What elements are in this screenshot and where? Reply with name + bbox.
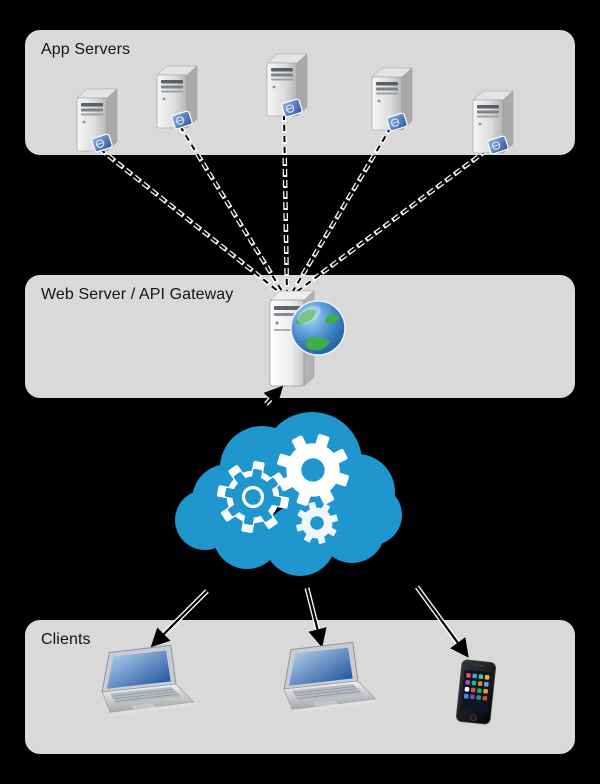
panel-app-servers: App Servers xyxy=(25,30,575,155)
panel-clients-label: Clients xyxy=(41,631,91,648)
panel-clients: Clients xyxy=(25,620,575,754)
cloud-icon xyxy=(175,412,402,576)
panel-web-server-label: Web Server / API Gateway xyxy=(41,286,234,303)
panel-app-servers-label: App Servers xyxy=(41,41,131,58)
dashed-connector xyxy=(99,148,285,297)
gear-icon-large xyxy=(267,424,359,516)
gear-icon-small xyxy=(288,494,346,552)
gear-icon-outline xyxy=(211,455,295,539)
panel-web-server: Web Server / API Gateway xyxy=(25,275,575,398)
gears xyxy=(211,424,359,552)
